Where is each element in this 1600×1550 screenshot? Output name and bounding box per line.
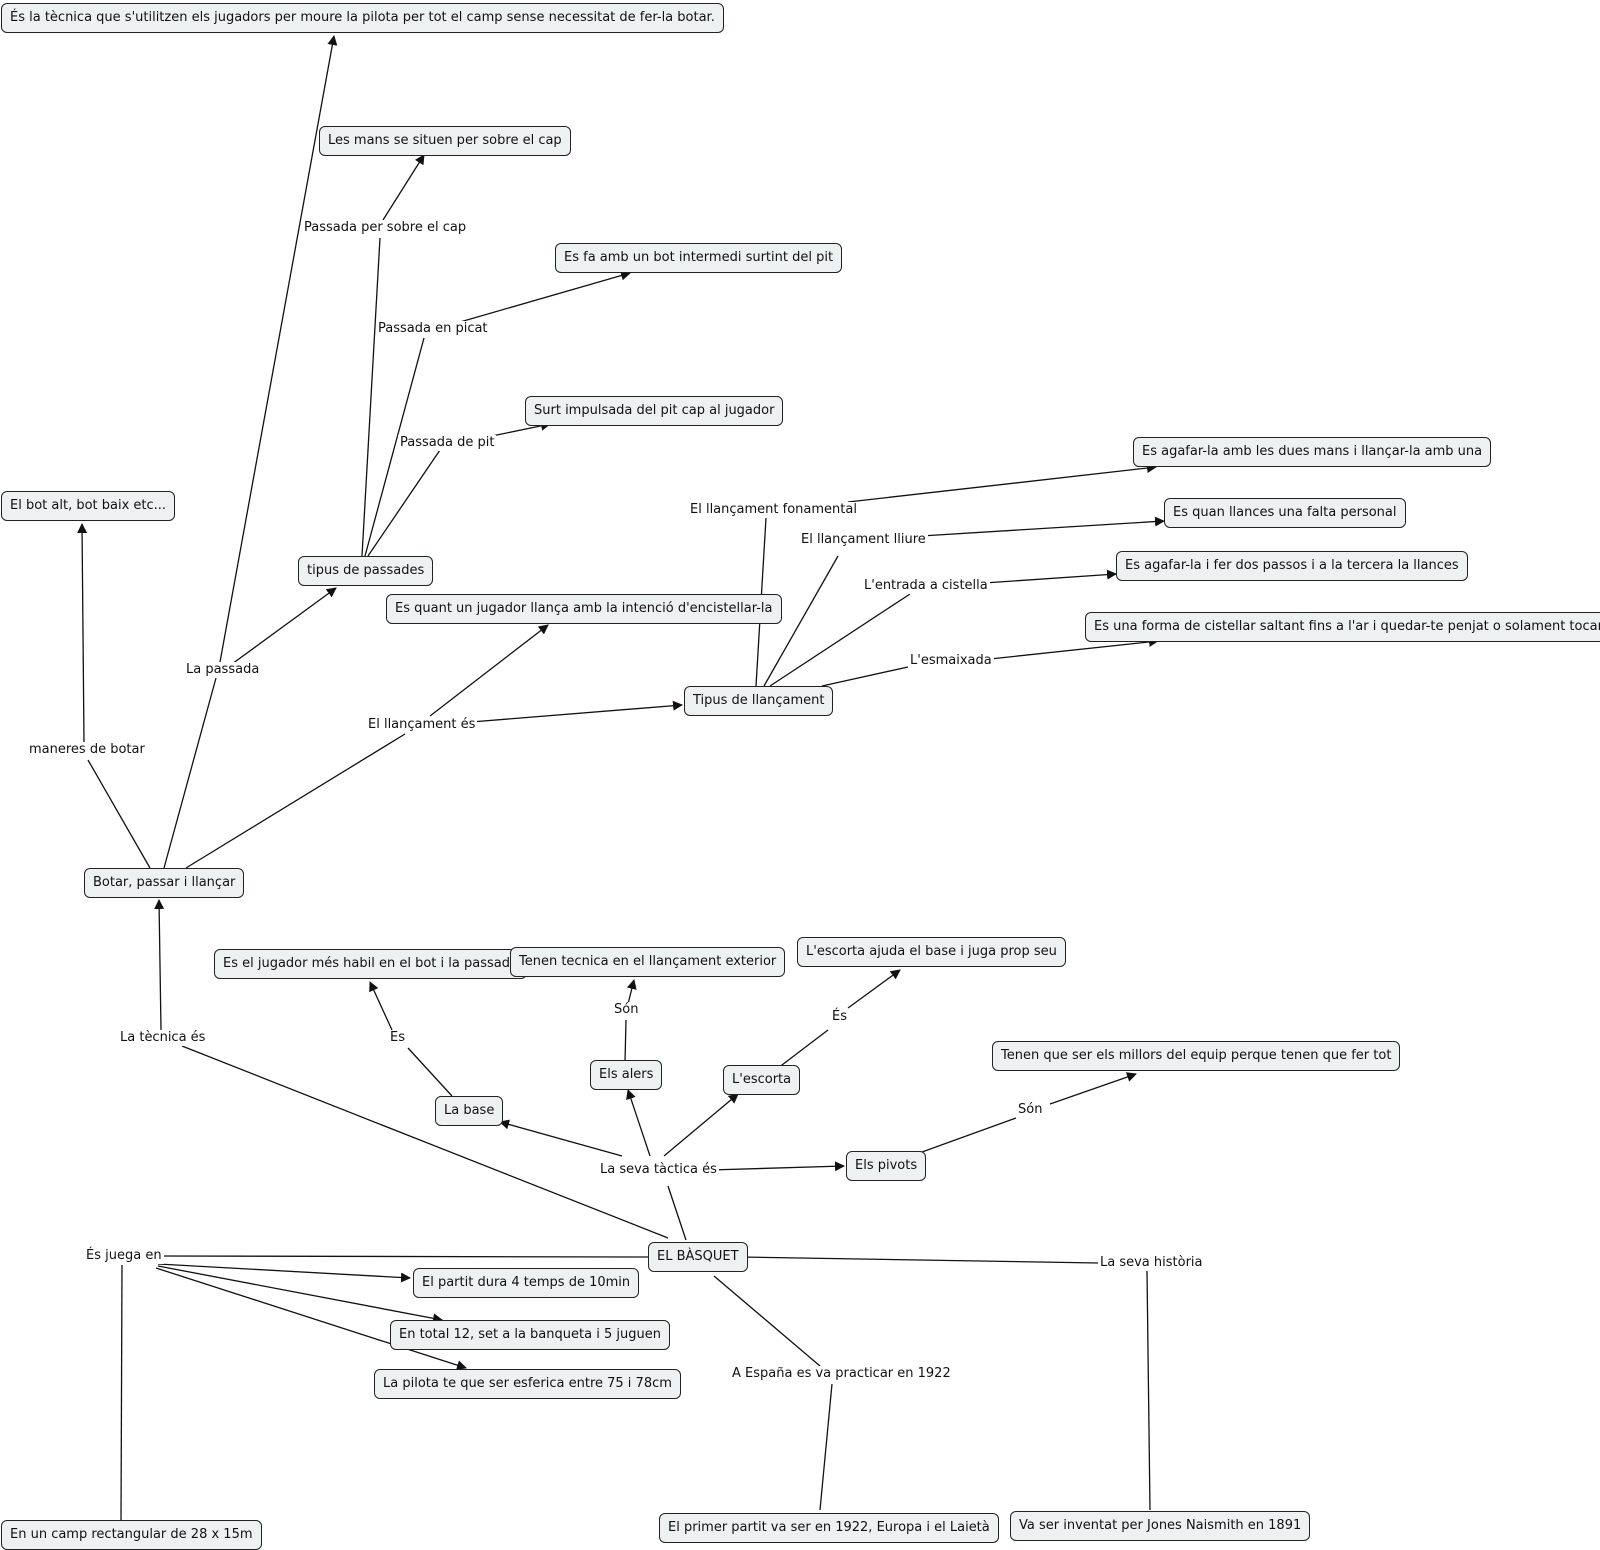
link-label-forwards: Són [612,1002,641,1018]
concept-shot-types[interactable]: Tipus de llançament [684,686,834,716]
concept-shooting-guard[interactable]: L'escorta [723,1065,801,1095]
concept-el-basquet-root[interactable]: EL BÀSQUET [648,1242,748,1272]
concept-game-duration[interactable]: El partit dura 4 temps de 10min [413,1268,640,1298]
concept-free-throw[interactable]: Es quan llances una falta personal [1164,498,1406,528]
link-label-overhead-pass: Passada per sobre el cap [302,220,469,236]
link-label-free-throw: El llançament lliure [799,532,928,548]
concept-technique[interactable]: Botar, passar i llançar [84,868,245,898]
concept-overhead-pass[interactable]: Les mans se situen per sobre el cap [319,126,571,156]
concept-bounce-pass[interactable]: Es fa amb un bot intermedi surtint del p… [555,243,843,273]
link-label-shooting: El llançament és [366,717,478,733]
concept-dunk[interactable]: Es una forma de cistellar saltant fins a… [1085,612,1600,642]
concept-forwards-desc[interactable]: Tenen tecnica en el llançament exterior [510,947,786,977]
concept-shot-definition[interactable]: Es quant un jugador llança amb la intenc… [386,594,782,624]
concept-first-match[interactable]: El primer partit va ser en 1922, Europa … [659,1513,999,1543]
concept-fundamental-shot[interactable]: Es agafar-la amb les dues mans i llançar… [1133,437,1492,467]
concept-chest-pass[interactable]: Surt impulsada del pit cap al jugador [525,396,784,426]
link-label-tactics: La seva tàctica és [598,1162,719,1178]
link-label-history: La seva història [1098,1255,1205,1271]
link-label-passing: La passada [184,662,262,678]
concept-centers-desc[interactable]: Tenen que ser els millors del equip perq… [992,1041,1401,1071]
link-label-played-in: És juega en [84,1248,164,1264]
link-label-dribbling: maneres de botar [27,742,147,758]
concept-inventor[interactable]: Va ser inventat per Jones Naismith en 18… [1010,1511,1311,1541]
link-label-bounce-pass: Passada en picat [376,321,490,337]
link-label-layup: L'entrada a cistella [862,578,990,594]
concept-dribble-types[interactable]: El bot alt, bot baix etc... [1,491,176,521]
link-label-shooting-guard: És [830,1009,849,1025]
link-label-centers: Són [1016,1102,1045,1118]
concept-point-guard-desc[interactable]: Es el jugador més habil en el bot i la p… [214,949,527,979]
link-label-technique: La tècnica és [118,1030,208,1046]
concept-point-guard[interactable]: La base [435,1096,504,1126]
concept-layup[interactable]: Es agafar-la i fer dos passos i a la ter… [1116,551,1468,581]
concept-dribbling-definition[interactable]: És la tècnica que s'utilitzen els jugado… [1,3,724,33]
link-label-fundamental-shot: El llançament fonamental [688,502,859,518]
link-label-point-guard: Es [388,1030,407,1046]
link-label-dunk: L'esmaixada [908,653,994,669]
concept-ball-size[interactable]: La pilota te que ser esferica entre 75 i… [374,1369,681,1399]
link-label-spain: A España es va practicar en 1922 [730,1366,953,1382]
concept-shooting-guard-desc[interactable]: L'escorta ajuda el base i juga prop seu [797,937,1066,967]
concept-pass-types[interactable]: tipus de passades [298,556,434,586]
concept-forwards[interactable]: Els alers [590,1060,663,1090]
concept-players-count[interactable]: En total 12, set a la banqueta i 5 jugue… [390,1320,670,1350]
concept-centers[interactable]: Els pivots [846,1151,927,1181]
link-label-chest-pass: Passada de pit [398,435,497,451]
